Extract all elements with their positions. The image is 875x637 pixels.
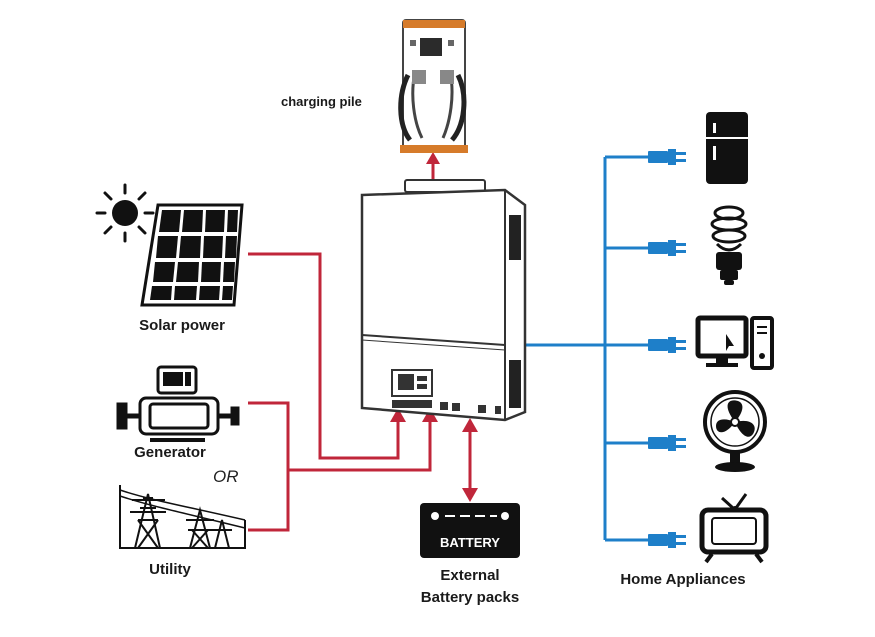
utility-tower-icon: [119, 485, 246, 549]
fan-icon: [703, 390, 767, 472]
plug-icon: [648, 337, 686, 353]
fridge-icon: [706, 112, 748, 184]
plug-icons: [648, 149, 686, 548]
charging-pile-label: charging pile: [281, 94, 362, 109]
solar-panel-icon: [140, 203, 244, 307]
bulb-icon: [710, 205, 748, 285]
plug-icon: [648, 532, 686, 548]
plug-icon: [648, 240, 686, 256]
tv-icon: [699, 493, 769, 564]
external-battery-label-line2: Battery packs: [420, 589, 520, 606]
sun-icon: [95, 183, 155, 243]
solar-power-label: Solar power: [139, 317, 225, 334]
battery-connection-line: [462, 418, 478, 502]
home-appliances-label: Home Appliances: [620, 571, 746, 588]
plug-icon: [648, 435, 686, 451]
input-arrows: [390, 408, 438, 422]
utility-label: Utility: [149, 561, 191, 578]
inverter-icon: [360, 179, 527, 422]
battery-icon: [420, 503, 520, 558]
or-label: OR: [213, 467, 239, 486]
charging-pile-icon: [398, 19, 468, 153]
input-connection-lines: [248, 252, 432, 532]
generator-icon: [116, 365, 240, 442]
plug-icon: [648, 149, 686, 165]
generator-label: Generator: [134, 444, 206, 461]
computer-icon: [695, 315, 774, 370]
external-battery-label-line1: External: [440, 567, 500, 584]
output-connection-lines: [524, 155, 648, 542]
battery-label: BATTERY: [440, 535, 500, 550]
